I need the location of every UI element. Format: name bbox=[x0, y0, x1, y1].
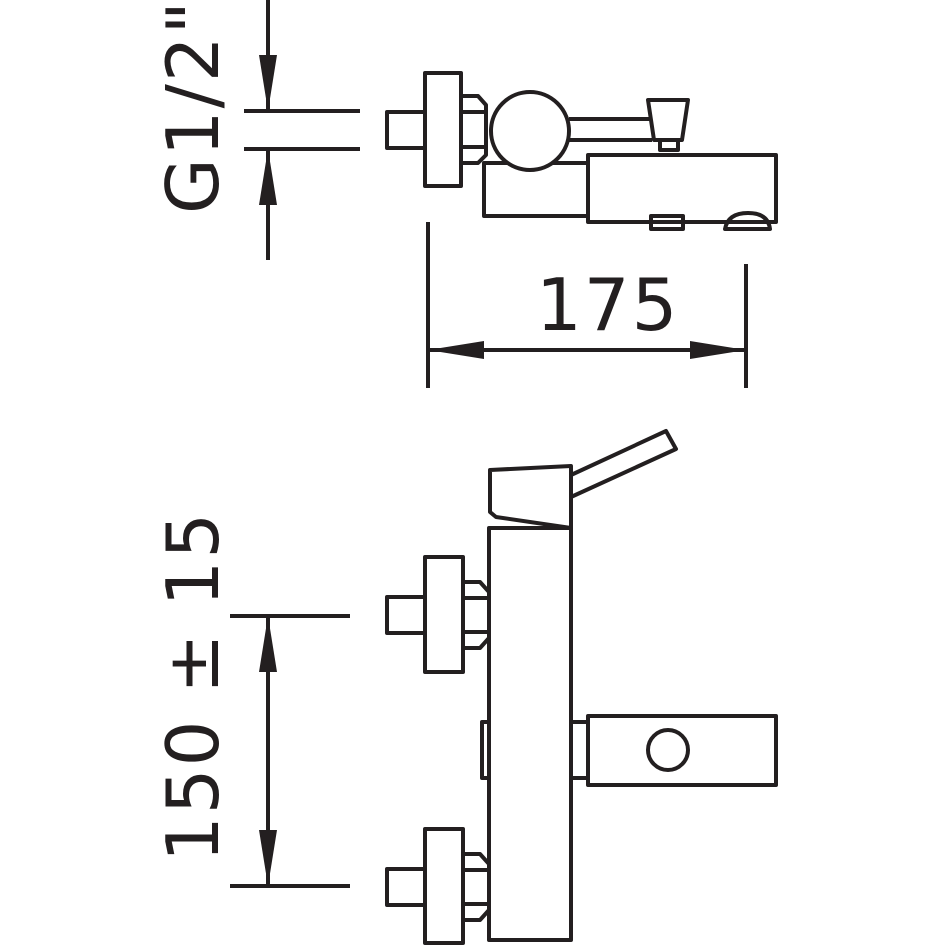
lever-arm bbox=[570, 429, 678, 499]
arrow-right-icon bbox=[690, 341, 746, 359]
inlet-centers-dimension: 150 ± 15 bbox=[151, 511, 350, 888]
thread-size-label: G1/2" bbox=[151, 0, 235, 214]
rear-plug bbox=[480, 720, 491, 780]
cartridge-cap bbox=[489, 90, 571, 172]
lever-handle bbox=[646, 98, 690, 142]
arrow-up-icon bbox=[259, 616, 277, 672]
front-body bbox=[487, 526, 573, 942]
aerator bbox=[649, 214, 685, 231]
lower-hex-nut bbox=[461, 852, 491, 922]
arrow-down-icon bbox=[259, 830, 277, 886]
front-spout bbox=[586, 714, 778, 787]
arrow-left-icon bbox=[428, 341, 484, 359]
upper-flange bbox=[423, 555, 465, 674]
spout-outlet bbox=[646, 728, 690, 772]
projection-dimension: 175 bbox=[426, 222, 748, 388]
diverter-knob bbox=[723, 211, 772, 231]
side-view: G1/2" 175 bbox=[151, 0, 778, 388]
inlet-pipe bbox=[385, 110, 427, 150]
lower-inlet-pipe bbox=[385, 867, 427, 907]
projection-label: 175 bbox=[536, 263, 679, 347]
lower-flange bbox=[423, 827, 465, 945]
inlet-centers-label: 150 ± 15 bbox=[151, 511, 235, 862]
arrow-down-icon bbox=[259, 55, 277, 111]
lever-head bbox=[488, 464, 573, 530]
thread-dimension: G1/2" bbox=[151, 0, 360, 260]
upper-inlet-pipe bbox=[385, 595, 427, 635]
front-spout-collar bbox=[569, 720, 590, 780]
front-view: 150 ± 15 bbox=[151, 429, 778, 945]
wall-flange bbox=[423, 71, 463, 188]
upper-hex-nut bbox=[461, 580, 491, 650]
arrow-up-icon bbox=[259, 149, 277, 205]
hex-nut bbox=[459, 94, 488, 165]
